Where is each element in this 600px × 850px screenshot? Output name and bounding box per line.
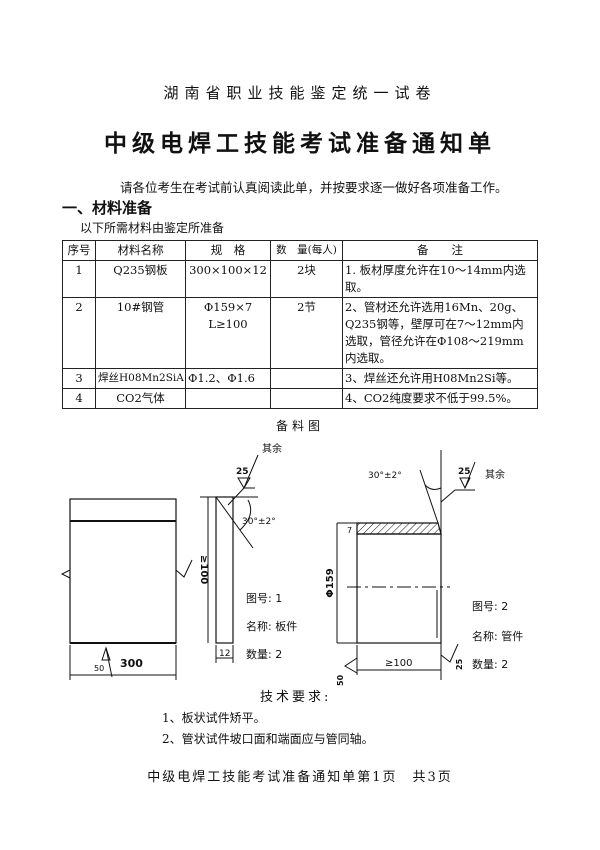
plate-roughness-bottom: 50 xyxy=(94,664,104,673)
intro-text: 请各位考生在考试前认真阅读此单，并按要求逐一做好各项准备工作。 xyxy=(120,180,508,195)
plate-other-roughness: 其余 xyxy=(262,442,282,455)
pipe-name: 名称: 管件 xyxy=(472,629,523,643)
cell-note: 1. 板材厚度允许在10～14mm内选取。 xyxy=(342,260,538,298)
pipe-wall-dim: 7 xyxy=(347,526,352,535)
cell-qty xyxy=(270,368,343,389)
section-subheading: 以下所需材料由鉴定所准备 xyxy=(80,221,225,235)
pipe-bevel-angle: 30°±2° xyxy=(368,471,402,481)
cell-name: 焊丝H08Mn2SiA xyxy=(95,368,186,389)
cell-qty: 2节 xyxy=(270,297,343,369)
plate-side-view xyxy=(200,454,259,663)
drawing-caption: 备料图 xyxy=(275,419,324,433)
table-row: 1 Q235钢板 300×100×12 2块 1. 板材厚度允许在10～14mm… xyxy=(62,260,538,298)
header-cell: 数 量(每人) xyxy=(270,240,343,261)
cell-spec: Φ1.2、Φ1.6 xyxy=(185,368,271,389)
plate-width-dim: 300 xyxy=(120,657,143,670)
materials-table: 序号 材料名称 规 格 数 量(每人) 备 注 1 Q235钢板 300×100… xyxy=(62,240,538,409)
cell-no: 2 xyxy=(62,297,96,369)
requirements-heading: 技术要求: xyxy=(260,690,332,705)
header-cell: 序号 xyxy=(62,240,96,261)
pipe-qty: 数量: 2 xyxy=(472,658,508,671)
doc-title: 中级电焊工技能考试准备通知单 xyxy=(104,131,496,157)
header-cell: 材料名称 xyxy=(95,240,186,261)
cell-name: CO2气体 xyxy=(95,388,186,409)
org-title: 湖南省职业技能鉴定统一试卷 xyxy=(163,84,437,102)
pipe-other-roughness: 其余 xyxy=(485,468,505,481)
table-row: 2 10#钢管 Φ159×7 L≥100 2节 2、管材还允许选用16Mn、20… xyxy=(62,297,538,369)
cell-spec: 300×100×12 xyxy=(185,260,271,298)
cell-note: 2、管材还允许选用16Mn、20g、Q235钢等，壁厚可在7～12mm内选取，管… xyxy=(342,297,538,369)
pipe-view xyxy=(336,450,476,680)
plate-thickness-dim: 12 xyxy=(219,649,230,659)
cell-qty xyxy=(270,388,343,409)
page-footer: 中级电焊工技能考试准备通知单第1页 共3页 xyxy=(147,770,453,785)
plate-fig-no: 图号: 1 xyxy=(246,592,282,605)
pipe-roughness-end: 25 xyxy=(455,658,464,670)
cell-no: 3 xyxy=(62,368,96,389)
pipe-diameter-dim: Φ159 xyxy=(325,568,336,597)
plate-bevel-angle: 30°±2° xyxy=(242,517,276,527)
cell-note: 4、CO2纯度要求不低于99.5%。 xyxy=(342,388,538,409)
plate-height-dim: ≥100 xyxy=(198,555,209,584)
pipe-length-dim: ≥100 xyxy=(385,658,412,669)
plate-name: 名称: 板件 xyxy=(246,619,297,633)
cell-name: 10#钢管 xyxy=(95,297,186,369)
cell-spec: Φ159×7 L≥100 xyxy=(185,297,271,369)
cell-no: 4 xyxy=(62,388,96,409)
plate-roughness: 25 xyxy=(236,467,249,477)
plate-qty: 数量: 2 xyxy=(246,648,282,661)
header-cell: 规 格 xyxy=(185,240,271,261)
material-drawings: 300 50 ≥100 12 30°±2° 25 其余 图号: 1 名称: 板件… xyxy=(60,442,523,686)
requirement-item: 1、板状试件矫平。 xyxy=(162,711,266,725)
cell-qty: 2块 xyxy=(270,260,343,298)
pipe-fig-no: 图号: 2 xyxy=(472,600,508,613)
cell-name: Q235钢板 xyxy=(95,260,186,298)
section-heading: 一、材料准备 xyxy=(62,199,153,217)
requirement-item: 2、管状试件坡口面和端面应与管同轴。 xyxy=(162,732,374,746)
pipe-roughness: 25 xyxy=(458,467,471,477)
table-row: 4 CO2气体 4、CO2纯度要求不低于99.5%。 xyxy=(62,388,538,409)
header-cell: 备 注 xyxy=(342,240,538,261)
cell-no: 1 xyxy=(62,260,96,298)
cell-note: 3、焊丝还允许用H08Mn2Si等。 xyxy=(342,368,538,389)
table-header-row: 序号 材料名称 规 格 数 量(每人) 备 注 xyxy=(62,240,538,261)
table-row: 3 焊丝H08Mn2SiA Φ1.2、Φ1.6 3、焊丝还允许用H08Mn2Si… xyxy=(62,368,538,389)
plate-front-view xyxy=(60,498,193,680)
cell-spec xyxy=(185,388,271,409)
pipe-roughness-side: 50 xyxy=(336,674,345,686)
